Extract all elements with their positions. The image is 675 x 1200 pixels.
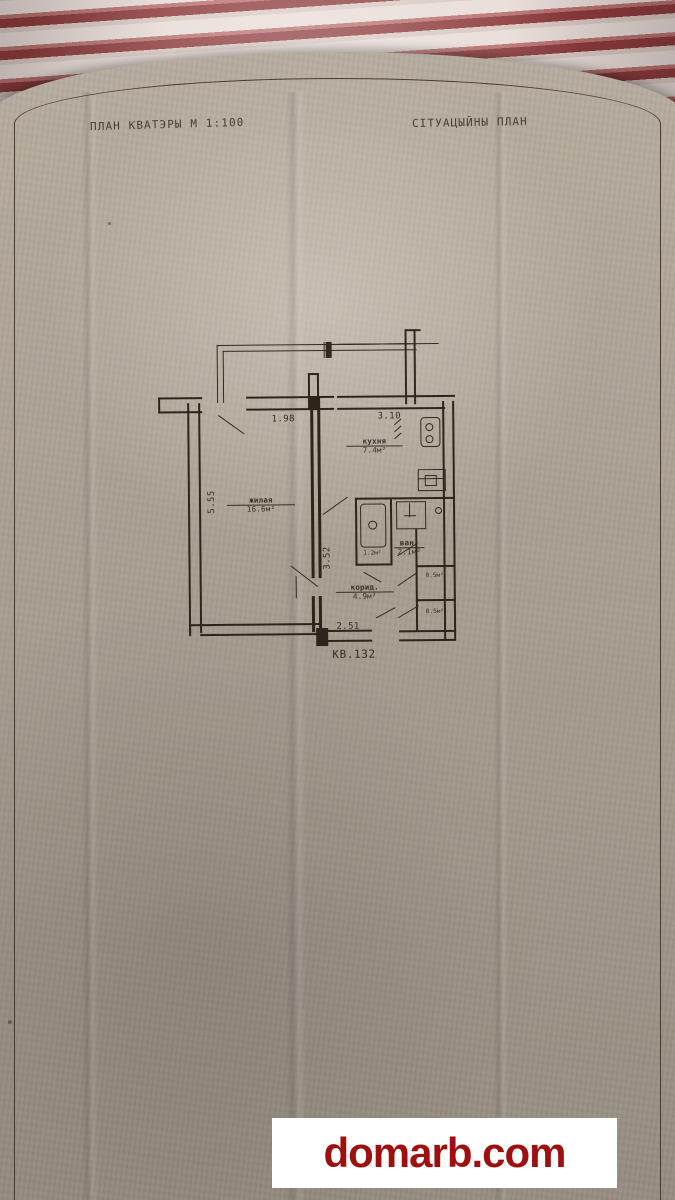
plan-title-right: СІТУАЦЫЙНЫ ПЛАН bbox=[411, 114, 528, 131]
wall-right-inner bbox=[452, 400, 457, 639]
wall-porch-top bbox=[158, 397, 203, 400]
plan-line bbox=[404, 329, 421, 331]
plan-line bbox=[404, 329, 407, 405]
room-area-corridor: 4.9м² bbox=[352, 591, 377, 602]
watermark-box: domarb.com bbox=[272, 1118, 617, 1188]
watermark-text: domarb.com bbox=[323, 1129, 566, 1176]
door-swing-corridor bbox=[322, 496, 348, 516]
floor-plan-drawing: жилая 16.6м² кухня 7.4м² корид. 4.9м² 1.… bbox=[158, 317, 476, 690]
sink-basin-icon bbox=[424, 475, 437, 487]
room-label-corridor: корид. 4.9м² bbox=[335, 583, 394, 602]
wall-top-segment-a2 bbox=[246, 407, 335, 412]
wall-bottom-inner bbox=[200, 633, 322, 637]
ink-spot bbox=[108, 222, 111, 225]
toilet-base bbox=[404, 515, 417, 517]
wall-partition-main bbox=[310, 408, 315, 579]
dimension-top-right: 3.10 bbox=[377, 411, 401, 422]
plan-line bbox=[216, 344, 219, 403]
wall-wet-divider bbox=[389, 499, 393, 566]
wall-wet-left bbox=[354, 497, 358, 566]
wall-partition-lower2 bbox=[318, 596, 322, 633]
door-leader-porch bbox=[217, 415, 245, 435]
room-label-wc: ван. 2.1м² bbox=[394, 538, 425, 557]
wall-wet-top bbox=[354, 496, 455, 500]
door-leader-corridor bbox=[375, 607, 396, 619]
wall-bottom-right-inner bbox=[326, 639, 373, 643]
wall-partition-cap bbox=[307, 373, 319, 376]
wall-closet-divider-1 bbox=[415, 564, 456, 568]
wall-left-inner bbox=[198, 403, 203, 634]
room-area-kitchen: 7.4м² bbox=[362, 445, 387, 456]
apartment-number-label: КВ.132 bbox=[332, 647, 376, 661]
wall-partition-lower bbox=[311, 596, 315, 633]
ink-spot bbox=[8, 1020, 12, 1024]
door-swing-bath bbox=[363, 571, 382, 583]
window-mark bbox=[325, 341, 332, 358]
door-leaf-living bbox=[295, 576, 298, 599]
wall-top-segment-b2 bbox=[337, 406, 446, 411]
stove-burner-icon bbox=[425, 435, 434, 444]
room-area-closet-1: 0.5м² bbox=[425, 571, 444, 580]
plan-line bbox=[329, 343, 408, 346]
wall-bath-bottom bbox=[355, 563, 393, 566]
window-mark bbox=[323, 341, 326, 359]
plan-line bbox=[222, 350, 225, 403]
wall-bottom-far-right bbox=[399, 629, 457, 633]
bathtub-drain-icon bbox=[368, 520, 378, 530]
wall-porch-bottom bbox=[158, 411, 203, 414]
wall-left-outer bbox=[187, 403, 192, 634]
wall-top-segment-a bbox=[246, 395, 335, 400]
room-area-wc: 2.1м² bbox=[397, 547, 422, 557]
wall-porch-left bbox=[158, 397, 161, 414]
room-area-bath: 1.2м² bbox=[363, 549, 382, 557]
dimension-left-vertical: 5.55 bbox=[206, 490, 218, 514]
wall-bottom-outer bbox=[189, 623, 322, 627]
plan-line bbox=[222, 349, 417, 353]
fixture-dot-icon bbox=[435, 506, 443, 515]
wall-top-segment-b bbox=[337, 394, 456, 399]
stove-burner-icon bbox=[425, 423, 434, 432]
room-area-closet-2: 0.5м² bbox=[425, 607, 445, 616]
dimension-top-left: 1.98 bbox=[271, 414, 295, 425]
wall-closet-divider-2 bbox=[415, 598, 456, 602]
wall-right-outer bbox=[442, 400, 447, 639]
plan-line bbox=[413, 329, 416, 405]
wall-corner bbox=[189, 624, 192, 637]
wall-partition-main2 bbox=[317, 408, 322, 579]
form-border bbox=[14, 78, 661, 1200]
dimension-mid-vertical: 3.52 bbox=[322, 546, 333, 570]
room-label-living: жилая 16.6м² bbox=[226, 495, 296, 515]
sink-line bbox=[417, 477, 444, 480]
dimension-bottom: 2.51 bbox=[336, 621, 360, 632]
wall-bottom-far-right2 bbox=[399, 638, 457, 642]
room-label-kitchen: кухня 7.4м² bbox=[346, 436, 403, 456]
room-area-living: 16.6м² bbox=[246, 504, 276, 515]
